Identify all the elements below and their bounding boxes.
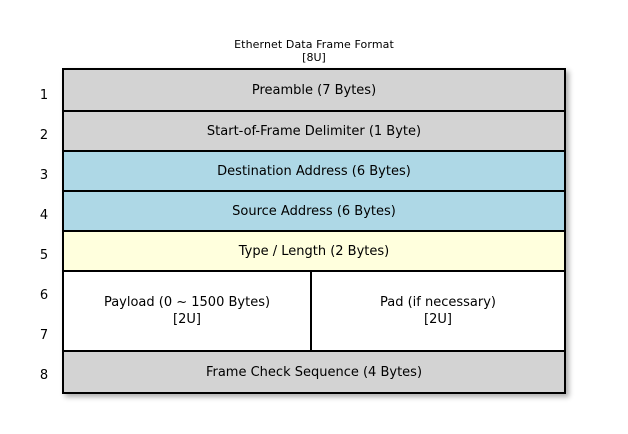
frame-field-payload-row: Payload (0 ~ 1500 Bytes) [2U] Pad (if ne…	[64, 270, 564, 350]
frame-field-payload-label-group: Payload (0 ~ 1500 Bytes) [2U]	[104, 294, 270, 328]
frame-field-preamble: Preamble (7 Bytes)	[64, 70, 564, 110]
diagram-title: Ethernet Data Frame Format [8U]	[0, 38, 628, 64]
page-title: Ethernet Data Frame Format	[234, 38, 394, 51]
frame-field-payload-sublabel: [2U]	[173, 312, 201, 327]
row-number-8: 8	[39, 368, 49, 383]
frame-field-payload-label: Payload (0 ~ 1500 Bytes)	[103, 295, 271, 310]
frame-field-destination-address-label: Destination Address (6 Bytes)	[217, 163, 411, 179]
row-number-6: 6	[39, 288, 49, 303]
frame-field-preamble-label: Preamble (7 Bytes)	[251, 82, 377, 98]
frame-field-type-length-label: Type / Length (2 Bytes)	[238, 243, 390, 259]
frame-field-type-length: Type / Length (2 Bytes)	[64, 230, 564, 270]
frame-field-pad-label: Pad (if necessary)	[379, 295, 496, 310]
frame-field-pad-sublabel: [2U]	[424, 312, 452, 327]
frame-field-sfd: Start-of-Frame Delimiter (1 Byte)	[64, 110, 564, 150]
frame-field-sfd-label: Start-of-Frame Delimiter (1 Byte)	[206, 123, 422, 139]
frame-field-pad-label-group: Pad (if necessary) [2U]	[380, 294, 496, 328]
row-number-2: 2	[39, 128, 49, 143]
frame-field-fcs: Frame Check Sequence (4 Bytes)	[64, 350, 564, 392]
row-number-3: 3	[39, 168, 49, 183]
frame-field-source-address: Source Address (6 Bytes)	[64, 190, 564, 230]
row-number-5: 5	[39, 248, 49, 263]
row-number-1: 1	[39, 88, 49, 103]
row-number-gutter: 1 2 3 4 5 6 7 8	[30, 68, 58, 394]
row-number-4: 4	[39, 208, 49, 223]
frame-field-source-address-label: Source Address (6 Bytes)	[232, 203, 396, 219]
frame-field-pad: Pad (if necessary) [2U]	[310, 272, 564, 350]
frame-field-fcs-label: Frame Check Sequence (4 Bytes)	[205, 364, 423, 380]
ethernet-frame-table: Preamble (7 Bytes) Start-of-Frame Delimi…	[62, 68, 566, 394]
frame-field-destination-address: Destination Address (6 Bytes)	[64, 150, 564, 190]
page-title-subscript: [8U]	[302, 51, 326, 64]
frame-field-payload: Payload (0 ~ 1500 Bytes) [2U]	[64, 272, 310, 350]
row-number-7: 7	[39, 328, 49, 343]
